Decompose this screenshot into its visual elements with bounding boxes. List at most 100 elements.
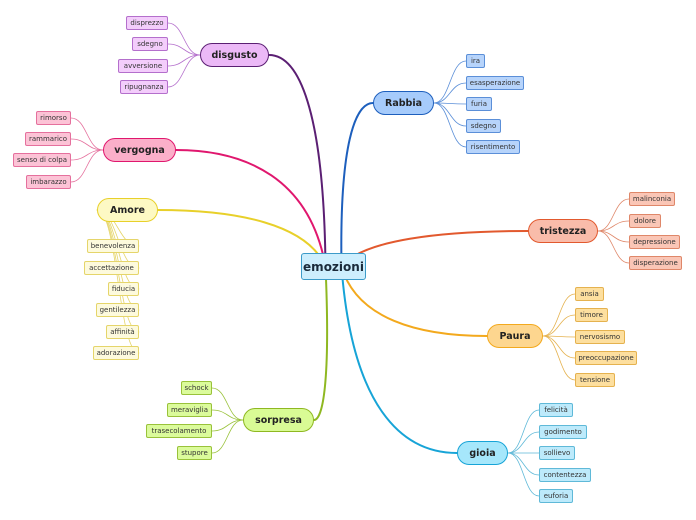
leaf-label: gentilezza: [99, 306, 136, 314]
branch-node-rabbia[interactable]: Rabbia: [373, 91, 434, 115]
connector-disgusto: [268, 54, 327, 268]
leaf-connector-rabbia: [433, 102, 467, 127]
leaf-node-esasperazione[interactable]: esasperazione: [466, 76, 524, 90]
leaf-label: fiducia: [111, 285, 136, 293]
leaf-node-preoccupazione[interactable]: preoccupazione: [575, 351, 637, 365]
leaf-connector-vergogna: [70, 149, 104, 183]
leaf-connector-disgusto: [167, 43, 201, 56]
leaf-node-sollievo[interactable]: sollievo: [539, 446, 575, 460]
leaf-label: esasperazione: [469, 79, 521, 87]
leaf-connector-sorpresa: [211, 409, 244, 421]
leaf-label: contentezza: [543, 471, 587, 479]
connector-tristezza: [340, 230, 529, 268]
leaf-connector-rabbia: [433, 60, 467, 104]
branch-label: tristezza: [539, 225, 587, 237]
leaf-label: risentimento: [470, 143, 516, 151]
leaf-node-sdegno[interactable]: sdegno: [132, 37, 168, 51]
leaf-label: schock: [184, 384, 209, 392]
leaf-label: meraviglia: [170, 406, 208, 414]
leaf-label: accettazione: [89, 264, 134, 272]
leaf-node-depressione[interactable]: depressione: [629, 235, 680, 249]
branch-label: sorpresa: [255, 414, 302, 426]
leaf-label: sollievo: [543, 449, 571, 457]
branch-label: disgusto: [211, 49, 258, 61]
central-node-label: emozioni: [303, 259, 364, 274]
leaf-label: adorazione: [96, 349, 136, 357]
leaf-label: rammarico: [28, 135, 68, 143]
connector-gioia: [340, 265, 458, 454]
leaf-node-gentilezza[interactable]: gentilezza: [96, 303, 139, 317]
leaf-node-disperazione[interactable]: disperazione: [629, 256, 682, 270]
leaf-node-benevolenza[interactable]: benevolenza: [87, 239, 139, 253]
branch-node-disgusto[interactable]: disgusto: [200, 43, 269, 67]
leaf-node-timore[interactable]: timore: [575, 308, 608, 322]
leaf-node-meraviglia[interactable]: meraviglia: [167, 403, 212, 417]
leaf-label: disprezzo: [130, 19, 164, 27]
leaf-connector-paura: [542, 314, 576, 337]
branch-node-amore[interactable]: Amore: [97, 198, 158, 222]
leaf-node-felicita[interactable]: felicità: [539, 403, 573, 417]
leaf-node-dolore[interactable]: dolore: [629, 214, 661, 228]
connector-paura: [340, 265, 488, 337]
leaf-label: trasecolamento: [151, 427, 207, 435]
leaf-connector-paura: [542, 293, 576, 337]
leaf-label: stupore: [181, 449, 208, 457]
leaf-node-furia[interactable]: furia: [466, 97, 492, 111]
leaf-node-avversione[interactable]: avversione: [118, 59, 168, 73]
leaf-node-contentezza[interactable]: contentezza: [539, 468, 591, 482]
leaf-connector-vergogna: [70, 138, 104, 151]
branch-label: gioia: [469, 447, 496, 459]
leaf-node-euforia[interactable]: euforia: [539, 489, 573, 503]
leaf-node-accettazione[interactable]: accettazione: [84, 261, 139, 275]
leaf-label: rimorso: [40, 114, 67, 122]
leaf-node-ripugnanza[interactable]: ripugnanza: [120, 80, 168, 94]
leaf-label: senso di colpa: [17, 156, 67, 164]
leaf-label: disperazione: [633, 259, 678, 267]
leaf-label: preoccupazione: [578, 354, 634, 362]
branch-node-tristezza[interactable]: tristezza: [528, 219, 598, 243]
leaf-node-tensione[interactable]: tensione: [575, 373, 615, 387]
leaf-node-affinita[interactable]: affinità: [106, 325, 139, 339]
central-node-emozioni[interactable]: emozioni: [301, 253, 366, 280]
leaf-node-ansia[interactable]: ansia: [575, 287, 604, 301]
leaf-node-rimorso[interactable]: rimorso: [36, 111, 71, 125]
leaf-label: malinconia: [632, 195, 672, 203]
leaf-node-risentimento[interactable]: risentimento: [466, 140, 520, 154]
leaf-label: felicità: [544, 406, 568, 414]
leaf-node-godimento[interactable]: godimento: [539, 425, 587, 439]
leaf-label: euforia: [543, 492, 569, 500]
leaf-node-ira[interactable]: ira: [466, 54, 485, 68]
leaf-connector-paura: [542, 335, 576, 381]
branch-node-sorpresa[interactable]: sorpresa: [243, 408, 314, 432]
leaf-connector-disgusto: [167, 54, 201, 67]
leaf-node-schock[interactable]: schock: [181, 381, 212, 395]
branch-node-vergogna[interactable]: vergogna: [103, 138, 176, 162]
connector-rabbia: [340, 102, 374, 268]
leaf-node-stupore[interactable]: stupore: [177, 446, 212, 460]
leaf-node-adorazione[interactable]: adorazione: [93, 346, 139, 360]
leaf-node-sdegno[interactable]: sdegno: [466, 119, 501, 133]
leaf-connector-rabbia: [433, 102, 467, 148]
leaf-node-nervosismo[interactable]: nervosismo: [575, 330, 625, 344]
leaf-label: ripugnanza: [124, 83, 164, 91]
branch-node-paura[interactable]: Paura: [487, 324, 543, 348]
leaf-label: furia: [470, 100, 487, 108]
connector-vergogna: [175, 149, 327, 268]
connector-sorpresa: [313, 265, 329, 421]
leaf-node-fiducia[interactable]: fiducia: [108, 282, 139, 296]
leaf-label: imbarazzo: [30, 178, 67, 186]
leaf-label: depressione: [633, 238, 676, 246]
leaf-node-senso-di-colpa[interactable]: senso di colpa: [13, 153, 71, 167]
leaf-connector-gioia: [507, 452, 540, 497]
leaf-label: godimento: [544, 428, 582, 436]
leaf-label: sdegno: [470, 122, 497, 130]
leaf-node-imbarazzo[interactable]: imbarazzo: [26, 175, 71, 189]
leaf-connector-paura: [542, 335, 576, 359]
leaf-node-disprezzo[interactable]: disprezzo: [126, 16, 168, 30]
leaf-node-rammarico[interactable]: rammarico: [25, 132, 71, 146]
leaf-node-trasecolamento[interactable]: trasecolamento: [146, 424, 212, 438]
leaf-label: ansia: [580, 290, 599, 298]
leaf-node-malinconia[interactable]: malinconia: [629, 192, 675, 206]
branch-node-gioia[interactable]: gioia: [457, 441, 508, 465]
leaf-connector-sorpresa: [211, 419, 244, 454]
